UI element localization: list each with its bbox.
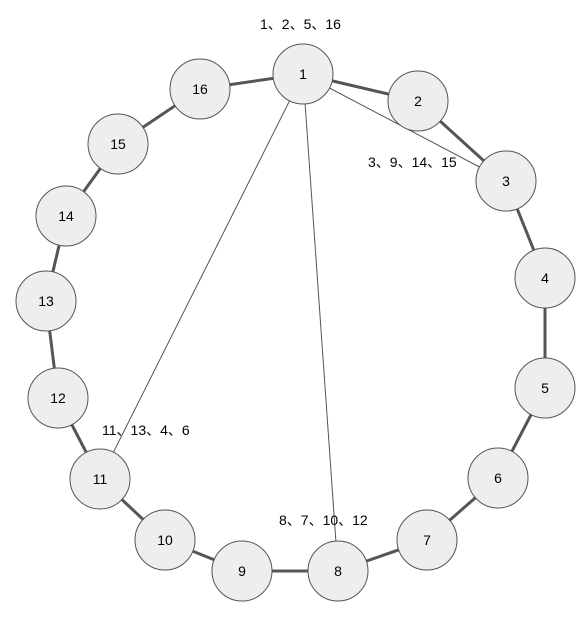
group-label-8: 8、7、10、12 (279, 512, 368, 528)
node-circle (514, 247, 576, 309)
node-2: 2 (387, 70, 449, 132)
node-label: 8 (334, 563, 342, 579)
chord-1-8 (302, 73, 339, 572)
node-circle (35, 185, 97, 247)
node-circle (69, 448, 131, 510)
node-circle (387, 70, 449, 132)
node-circle (27, 367, 89, 429)
node-circle (475, 150, 537, 212)
node-circle (169, 58, 231, 120)
node-circle (514, 357, 576, 419)
chord-lines (99, 73, 507, 572)
node-circle (134, 509, 196, 571)
node-label: 4 (541, 270, 549, 286)
node-3: 3 (475, 150, 537, 212)
node-1: 1 (272, 43, 334, 105)
node-10: 10 (134, 509, 196, 571)
node-12: 12 (27, 367, 89, 429)
node-label: 2 (414, 93, 422, 109)
group-label-3: 3、9、14、15 (368, 154, 457, 170)
chord-1-11 (99, 73, 304, 480)
node-8: 8 (307, 540, 369, 602)
group-label-11: 11、13、4、6 (102, 422, 190, 438)
node-circle (272, 43, 334, 105)
node-label: 6 (494, 470, 502, 486)
node-circle (396, 509, 458, 571)
node-label: 12 (50, 390, 66, 406)
node-label: 5 (541, 380, 549, 396)
node-16: 16 (169, 58, 231, 120)
node-14: 14 (35, 185, 97, 247)
node-label: 7 (423, 532, 431, 548)
group-labels: 1、2、5、16 3、9、14、15 11、13、4、6 8、7、10、12 (102, 16, 457, 528)
node-7: 7 (396, 509, 458, 571)
node-label: 14 (58, 208, 74, 224)
node-circle (307, 540, 369, 602)
node-13: 13 (15, 270, 77, 332)
node-label: 1 (299, 66, 307, 82)
node-circle (15, 270, 77, 332)
node-label: 13 (38, 293, 54, 309)
node-label: 15 (110, 136, 126, 152)
node-15: 15 (87, 113, 149, 175)
node-label: 9 (238, 563, 246, 579)
node-11: 11 (69, 448, 131, 510)
node-4: 4 (514, 247, 576, 309)
node-9: 9 (211, 540, 273, 602)
node-label: 10 (157, 532, 173, 548)
node-circle (467, 447, 529, 509)
node-5: 5 (514, 357, 576, 419)
node-6: 6 (467, 447, 529, 509)
node-label: 11 (93, 471, 108, 487)
node-label: 16 (192, 81, 208, 97)
node-circle (87, 113, 149, 175)
node-circle (211, 540, 273, 602)
group-label-1: 1、2、5、16 (260, 16, 341, 32)
node-label: 3 (502, 173, 510, 189)
